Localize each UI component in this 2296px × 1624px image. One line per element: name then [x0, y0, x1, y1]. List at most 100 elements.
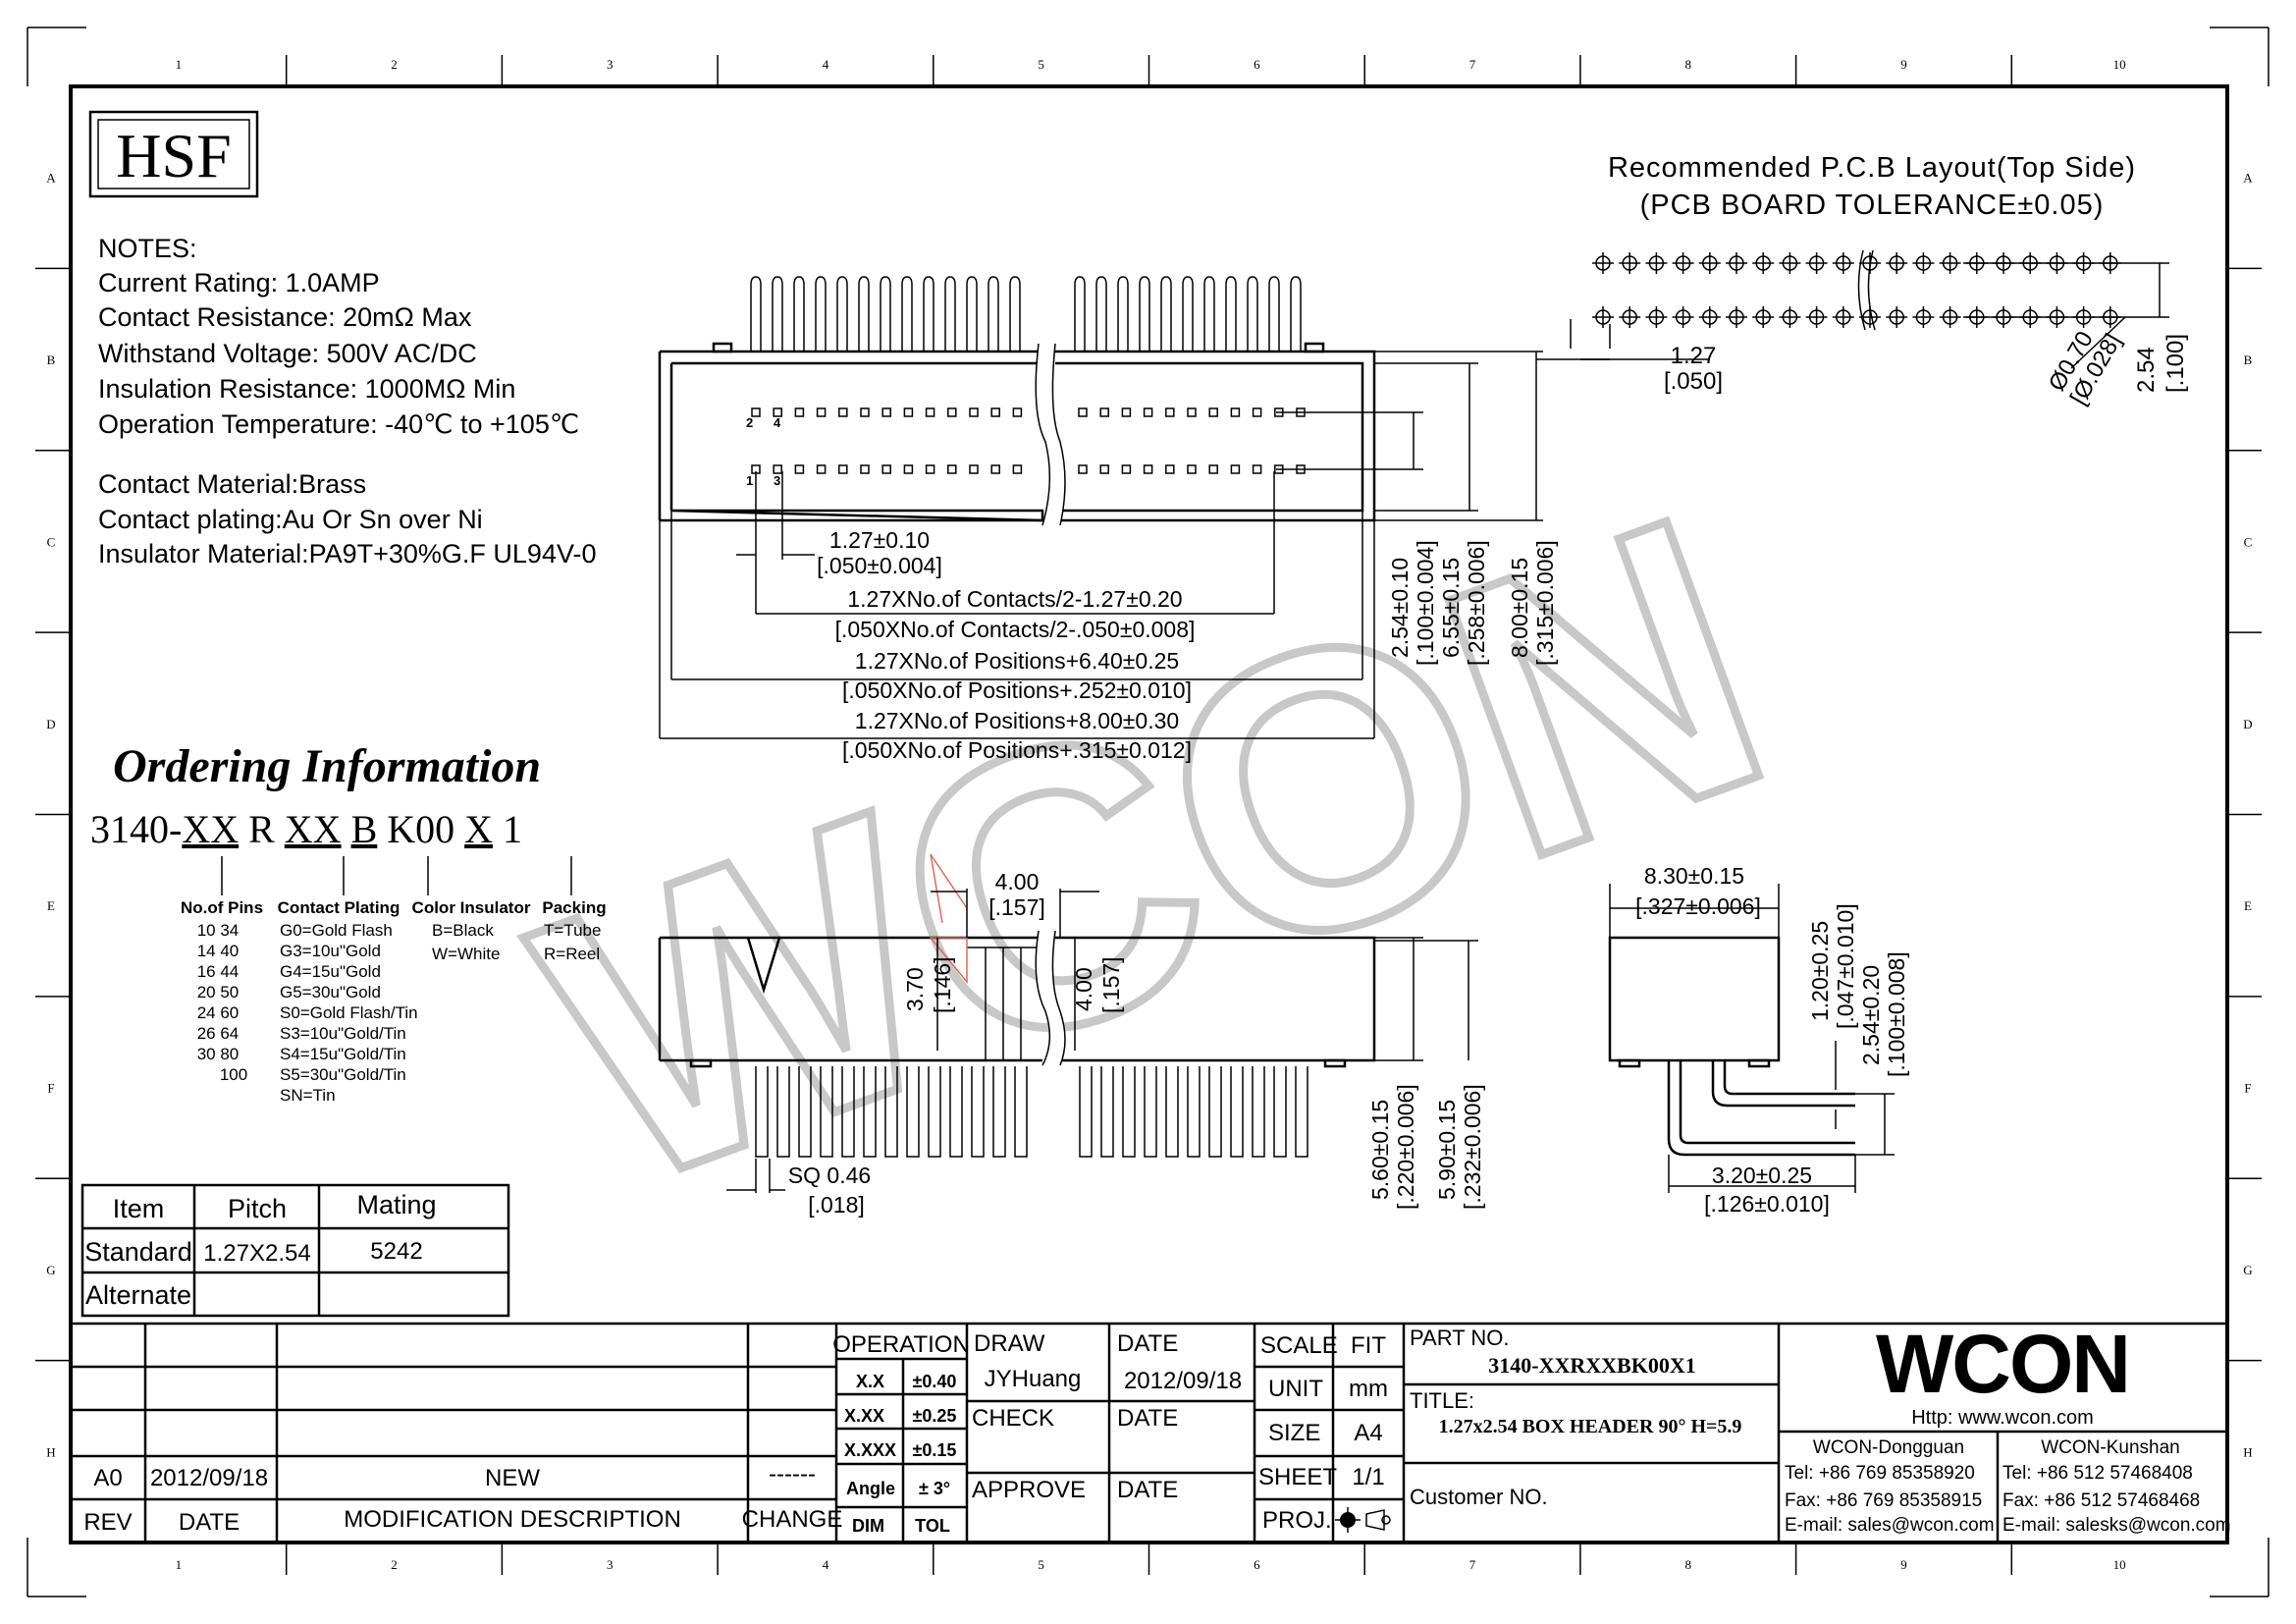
plating-value: S3=10u"Gold/Tin	[280, 1024, 406, 1043]
pin	[1295, 1066, 1308, 1158]
pcb-hole-icon	[1726, 306, 1747, 328]
title-block: A0 2012/09/18 NEW ------ REV DATE MODIFI…	[71, 1318, 2231, 1543]
contact-pad	[1208, 464, 1218, 474]
pcb-dim: 2.54	[2133, 347, 2160, 393]
draw-name: JYHuang	[985, 1366, 1082, 1392]
side-dim: [.327±0.006]	[1635, 893, 1761, 919]
front-dim: SQ 0.46	[788, 1163, 871, 1188]
wcon-logo: WCON	[1876, 1318, 2129, 1410]
contact-pad	[838, 407, 848, 417]
pin	[858, 276, 870, 352]
contact-pad	[838, 464, 848, 474]
pcb-hole-icon	[1592, 306, 1614, 328]
plating-value: S5=30u"Gold/Tin	[280, 1065, 406, 1084]
pin	[1122, 1066, 1136, 1158]
pin	[992, 1066, 1006, 1158]
pin	[793, 276, 805, 352]
pin	[1268, 276, 1280, 352]
contact-pad	[794, 407, 805, 417]
company-fax: Fax: +86 512 57468468	[2002, 1490, 2200, 1511]
pin	[1079, 1066, 1093, 1158]
pin	[836, 276, 848, 352]
column-label: 4	[823, 57, 829, 72]
column-label: 10	[2113, 1557, 2126, 1572]
contact-pad	[903, 407, 914, 417]
pcb-hole-icon	[1832, 252, 1854, 274]
column-label: 1	[176, 57, 183, 72]
code-pins: XX	[182, 807, 239, 851]
pins-value: 26 64	[197, 1024, 240, 1043]
front-dim: 5.60±0.15	[1367, 1100, 1393, 1200]
pin	[1187, 1066, 1201, 1158]
pin	[923, 276, 934, 352]
contact-pad	[1099, 407, 1109, 417]
column-label: 8	[1685, 1557, 1692, 1572]
pin	[1208, 1066, 1222, 1158]
pcb-layout: Recommended P.C.B Layout(Top Side) (PCB …	[1536, 152, 2189, 409]
operation-tol: TOL	[915, 1516, 950, 1536]
pin	[1252, 1066, 1265, 1158]
column-label: 9	[1900, 1557, 1907, 1572]
pin	[928, 1066, 941, 1158]
column-label: 7	[1469, 57, 1476, 72]
contact-pad	[773, 464, 782, 474]
pcb-hole-icon	[1752, 306, 1775, 328]
pin	[1247, 276, 1258, 352]
pin	[776, 1066, 790, 1158]
plating-value: S0=Gold Flash/Tin	[280, 1003, 418, 1022]
pins-value: 20 50	[197, 983, 240, 1001]
customer-no-label: Customer NO.	[1410, 1485, 1548, 1509]
top-dim: 1.27XNo.of Positions+6.40±0.25	[855, 648, 1179, 674]
scale-label: SCALE	[1260, 1332, 1338, 1359]
operation-dim: X.X	[856, 1372, 884, 1391]
ordering-title: Ordering Information	[113, 740, 541, 792]
pcb-hole-icon	[1886, 306, 1908, 328]
pin	[1014, 1066, 1028, 1158]
front-view: 4.00 [.157] 3.70 [.146] 4.00 [.157] SQ 0…	[658, 853, 1485, 1218]
contact-pad	[1187, 464, 1197, 474]
group-label: No.of Pins	[181, 898, 263, 917]
pin-label: 1	[746, 473, 753, 488]
company-email: E-mail: sales@wcon.com	[1785, 1515, 1995, 1536]
contact-pad	[1012, 464, 1023, 474]
row-label: F	[2244, 1081, 2251, 1096]
front-view-pins	[755, 1066, 1308, 1158]
pcb-hole-icon	[1805, 306, 1828, 328]
contact-pad	[1121, 407, 1132, 417]
rev-header: CHANGE	[742, 1506, 843, 1533]
side-dim: [.047±0.010]	[1833, 903, 1858, 1029]
side-dim: [.126±0.010]	[1704, 1191, 1830, 1217]
rev-description: NEW	[485, 1465, 540, 1491]
contact-pad	[947, 407, 957, 417]
side-view: 8.30±0.15 [.327±0.006] 1.20±0.25 [.047±0…	[1608, 863, 1909, 1217]
pin	[772, 276, 783, 352]
company-office-name: WCON-Dongguan	[1813, 1437, 1964, 1458]
pins-value: 14 40	[197, 942, 240, 960]
contact-pad	[1165, 464, 1175, 474]
pcb-hole-icon	[1619, 252, 1641, 274]
group-label: Color Insulator	[412, 898, 531, 917]
notes-heading: NOTES:	[98, 234, 197, 263]
top-view: 2 4 1 3	[658, 276, 1558, 763]
pcb-hole-icon	[1645, 252, 1668, 274]
pins-value: 10 34	[197, 921, 240, 940]
contact-pad	[881, 464, 891, 474]
pin	[1074, 276, 1086, 352]
top-view-pins	[750, 276, 1302, 352]
pcb-title: Recommended P.C.B Layout(Top Side)	[1608, 152, 2136, 184]
pcb-hole-icon	[1752, 252, 1775, 274]
notes: NOTES: Current Rating: 1.0AMP Contact Re…	[98, 234, 597, 568]
pins-value: 100	[220, 1065, 247, 1084]
contact-pad	[1099, 464, 1109, 474]
pin	[1009, 276, 1021, 352]
packing-value: R=Reel	[544, 945, 600, 963]
top-dim: 1.27±0.10	[829, 527, 930, 553]
pcb-hole-icon	[1672, 252, 1694, 274]
pcb-hole-icon	[1912, 306, 1935, 328]
note-line: Withstand Voltage: 500V AC/DC	[98, 339, 477, 368]
contact-pad	[860, 407, 870, 417]
code-prefix: 3140-	[90, 807, 182, 851]
front-dim: [.157]	[1098, 956, 1124, 1013]
contact-pad	[1143, 464, 1153, 474]
pin	[901, 276, 913, 352]
